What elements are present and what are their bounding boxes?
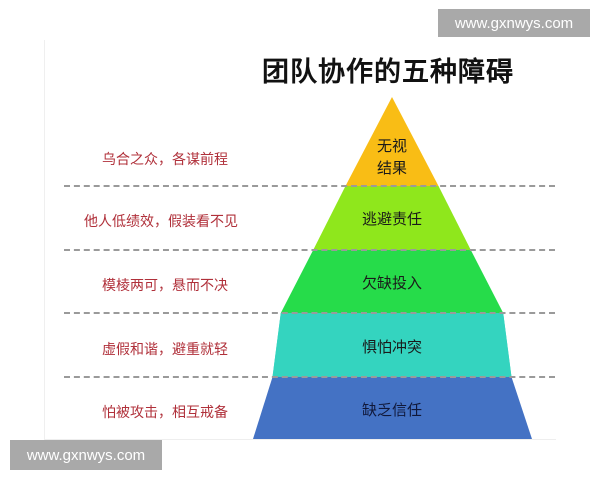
divider-1 <box>64 185 555 187</box>
pyramid-layer-4-fill <box>272 313 512 377</box>
pyramid-layer-5 <box>253 377 532 439</box>
layer-3-description: 模棱两可，悬而不决 <box>102 278 228 294</box>
layer-4-description: 虚假和谐，避重就轻 <box>102 342 228 358</box>
pyramid-layer-2 <box>313 186 471 250</box>
layer-1-label: 无视 结果 <box>332 135 452 179</box>
layer-1-description: 乌合之众，各谋前程 <box>102 152 228 168</box>
pyramid-layer-3 <box>280 250 504 313</box>
layer-3-label: 欠缺投入 <box>361 274 422 292</box>
layer-5-description: 怕被攻击，相互戒备 <box>102 405 228 421</box>
frame-border-bottom <box>44 439 556 440</box>
divider-4 <box>64 376 555 378</box>
pyramid-layer-1 <box>345 97 439 186</box>
divider-2 <box>64 249 555 251</box>
frame-border-left <box>44 40 45 440</box>
layer-1-label-line2: 结果 <box>376 159 407 177</box>
diagram-title: 团队协作的五种障碍 <box>262 57 514 88</box>
watermark-bottom-left: www.gxnwys.com <box>10 440 162 470</box>
layer-4-label: 惧怕冲突 <box>361 338 422 356</box>
layer-2-description: 他人低绩效，假装看不见 <box>84 214 238 230</box>
layer-5-label: 缺乏信任 <box>361 401 422 419</box>
watermark-top-right: www.gxnwys.com <box>438 9 590 37</box>
divider-3 <box>64 312 555 314</box>
layer-1-label-line1: 无视 <box>376 137 407 155</box>
layer-2-label: 逃避责任 <box>361 210 422 228</box>
